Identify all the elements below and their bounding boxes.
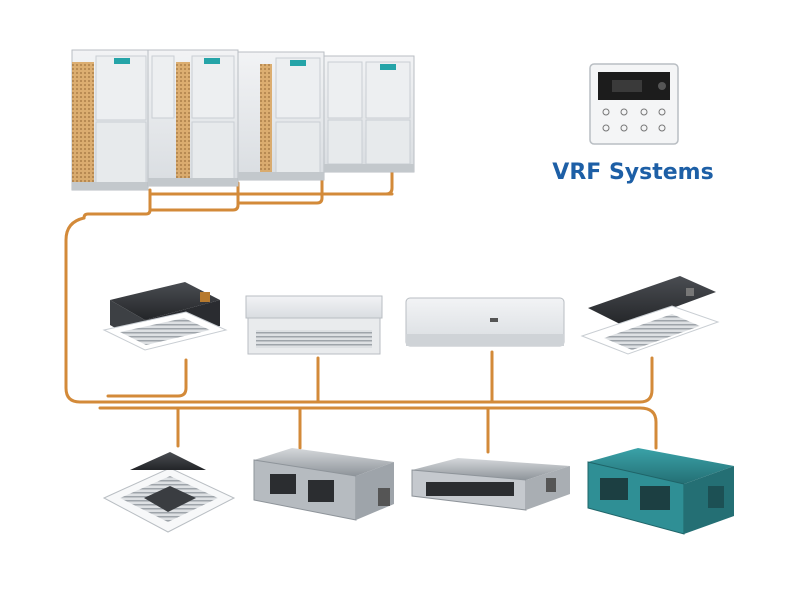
outdoor-unit-2 — [147, 49, 239, 187]
cassette-icon — [102, 282, 228, 351]
pipe-upper-branch — [98, 356, 654, 404]
pipe-outdoor-4 — [320, 168, 394, 196]
pipe-outdoor-3 — [236, 176, 324, 205]
high-static-duct-icon — [587, 448, 734, 535]
ceiling-floor-icon — [245, 295, 383, 355]
diagram-title: VRF Systems — [552, 160, 714, 185]
four-way-cassette-icon — [102, 452, 236, 533]
outdoor-units — [71, 49, 415, 191]
refrigerant-piping — [64, 168, 658, 454]
outdoor-unit-4 — [323, 55, 415, 173]
pipe-outdoor-2 — [148, 181, 240, 212]
slim-duct-icon — [411, 458, 570, 511]
pipe-drop-top-1 — [106, 358, 188, 398]
outdoor-unit-1 — [71, 49, 149, 191]
pipe-lower-branch — [98, 406, 658, 450]
one-way-cassette-icon — [580, 276, 720, 355]
outdoor-unit-3 — [237, 51, 325, 181]
duct-icon — [253, 448, 394, 521]
pipe-outdoor-1 — [82, 188, 152, 220]
pipe-main-riser — [64, 216, 112, 404]
controller-icon — [589, 63, 679, 145]
wall-split-icon — [405, 297, 565, 347]
